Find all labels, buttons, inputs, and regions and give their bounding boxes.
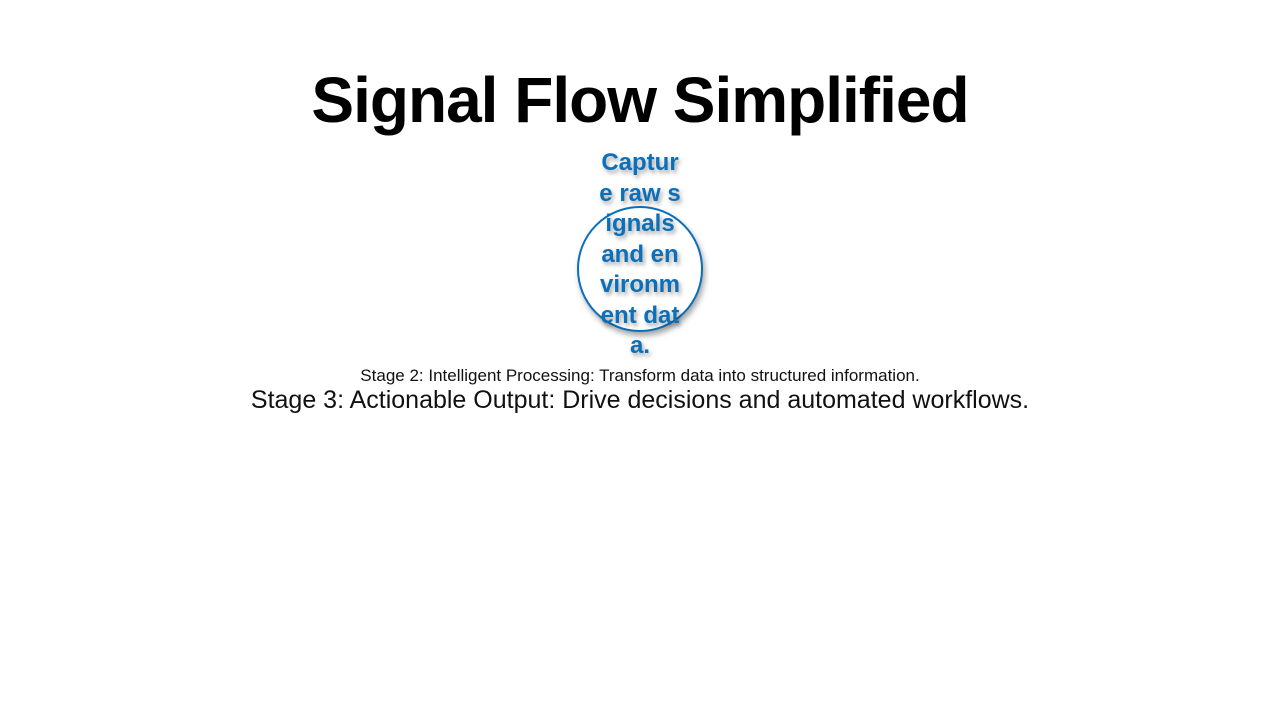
stage-2-text: Stage 2: Intelligent Processing: Transfo… <box>360 366 920 385</box>
stage-1-text: Capture raw signals and environment data… <box>599 149 681 359</box>
slide-title: Signal Flow Simplified <box>311 64 969 136</box>
stage-3-text: Stage 3: Actionable Output: Drive decisi… <box>250 386 1030 414</box>
stage-1-circle <box>577 206 703 332</box>
